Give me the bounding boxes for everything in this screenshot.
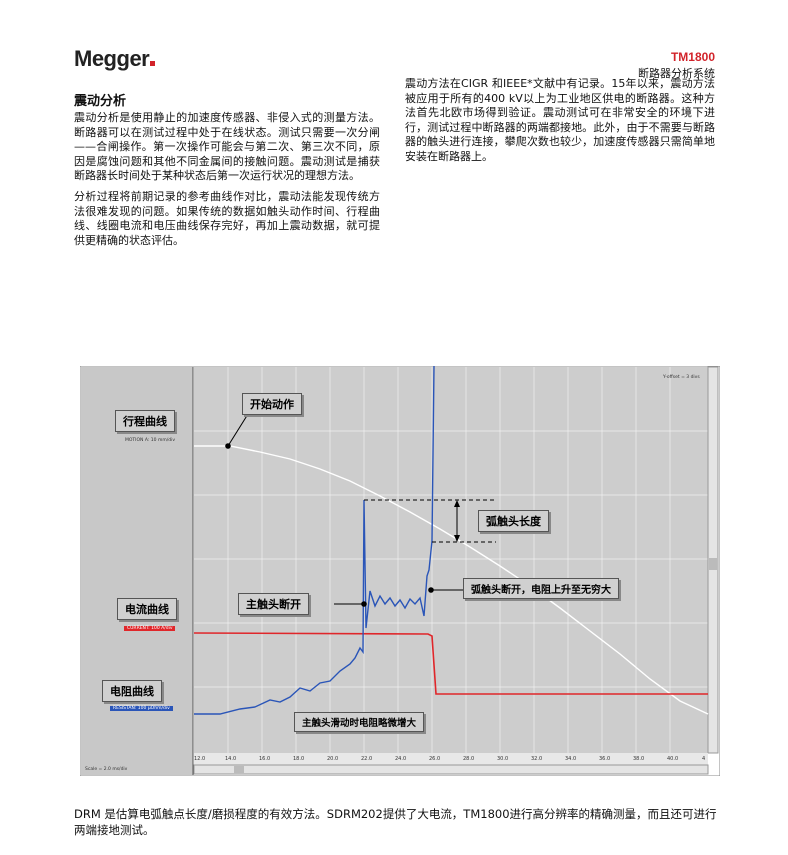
x-tick: 14.0 <box>225 756 236 762</box>
text-column-left: 震动分析是使用静止的加速度传感器、非侵入式的测量方法。断路器可以在测试过程中处于… <box>74 111 380 254</box>
x-tick: 36.0 <box>599 756 610 762</box>
x-tick: 26.0 <box>429 756 440 762</box>
paragraph: 震动方法在CIGR 和IEEE*文献中有记录。15年以来，震动方法被应用于所有的… <box>405 77 715 163</box>
leader-start-motion <box>227 413 249 447</box>
x-tick: 22.0 <box>361 756 372 762</box>
x-tick: 18.0 <box>293 756 304 762</box>
x-tick: 28.0 <box>463 756 474 762</box>
x-tick: 32.0 <box>531 756 542 762</box>
motion-scale-tag: MOTION A: 10 mm/div <box>125 438 175 443</box>
label-current-curve: 电流曲线 <box>117 598 177 620</box>
paragraph: 震动分析是使用静止的加速度传感器、非侵入式的测量方法。断路器可以在测试过程中处于… <box>74 111 380 183</box>
label-start-motion: 开始动作 <box>242 393 302 415</box>
resistance-scale-tag: RESISTAN: 100 µOhm/div <box>110 706 173 711</box>
x-tick: 40.0 <box>667 756 678 762</box>
hscroll-thumb <box>234 766 244 773</box>
label-arc-contact-length: 弧触头长度 <box>478 510 549 532</box>
label-main-contact-slide: 主触头滑动时电阻略微增大 <box>294 712 425 732</box>
figure-caption: DRM 是估算电弧触点长度/磨损程度的有效方法。SDRM202提供了大电流，TM… <box>74 807 717 837</box>
plot-area <box>194 367 708 753</box>
x-tick: 24.0 <box>395 756 406 762</box>
y-offset-tag: Y-offset = 3 divs <box>663 375 700 380</box>
current-curve <box>193 632 708 695</box>
drm-plot-svg: 12.0 14.0 16.0 18.0 20.0 22.0 24.0 26.0 … <box>79 365 721 777</box>
x-tick: 12.0 <box>194 756 205 762</box>
x-tick: 38.0 <box>633 756 644 762</box>
label-main-contact-open: 主触头断开 <box>238 593 309 615</box>
model-name: TM1800 <box>670 50 715 64</box>
x-axis-ticks: 12.0 14.0 16.0 18.0 20.0 22.0 24.0 26.0 … <box>194 756 705 762</box>
x-tick: 4 <box>702 756 705 762</box>
x-tick: 30.0 <box>497 756 508 762</box>
label-resistance-curve: 电阻曲线 <box>102 680 162 702</box>
label-travel-curve: 行程曲线 <box>115 410 175 432</box>
travel-curve <box>194 445 709 715</box>
label-arc-contact-open: 弧触头断开，电阻上升至无穷大 <box>463 578 619 599</box>
section-heading: 震动分析 <box>74 94 127 109</box>
drm-measurement-figure: 12.0 14.0 16.0 18.0 20.0 22.0 24.0 26.0 … <box>79 365 721 777</box>
megger-logo: Megger <box>74 46 156 72</box>
product-subtitle: 断路器分析系统 <box>638 67 715 80</box>
text-column-right: 震动方法在CIGR 和IEEE*文献中有记录。15年以来，震动方法被应用于所有的… <box>405 77 715 171</box>
resistance-curve <box>194 365 435 715</box>
paragraph: 分析过程将前期记录的参考曲线作对比，震动法能发现传统方法很难发现的问题。如果传统… <box>74 189 380 247</box>
horizontal-scrollbar <box>193 764 709 775</box>
time-scale-tag: Scale = 2.0 ms/div <box>85 767 128 772</box>
scroll-thumb <box>709 558 717 570</box>
x-tick: 16.0 <box>259 756 270 762</box>
current-scale-tag: CURRENT: 100 A/div <box>124 626 176 631</box>
x-tick: 34.0 <box>565 756 576 762</box>
x-tick: 20.0 <box>327 756 338 762</box>
